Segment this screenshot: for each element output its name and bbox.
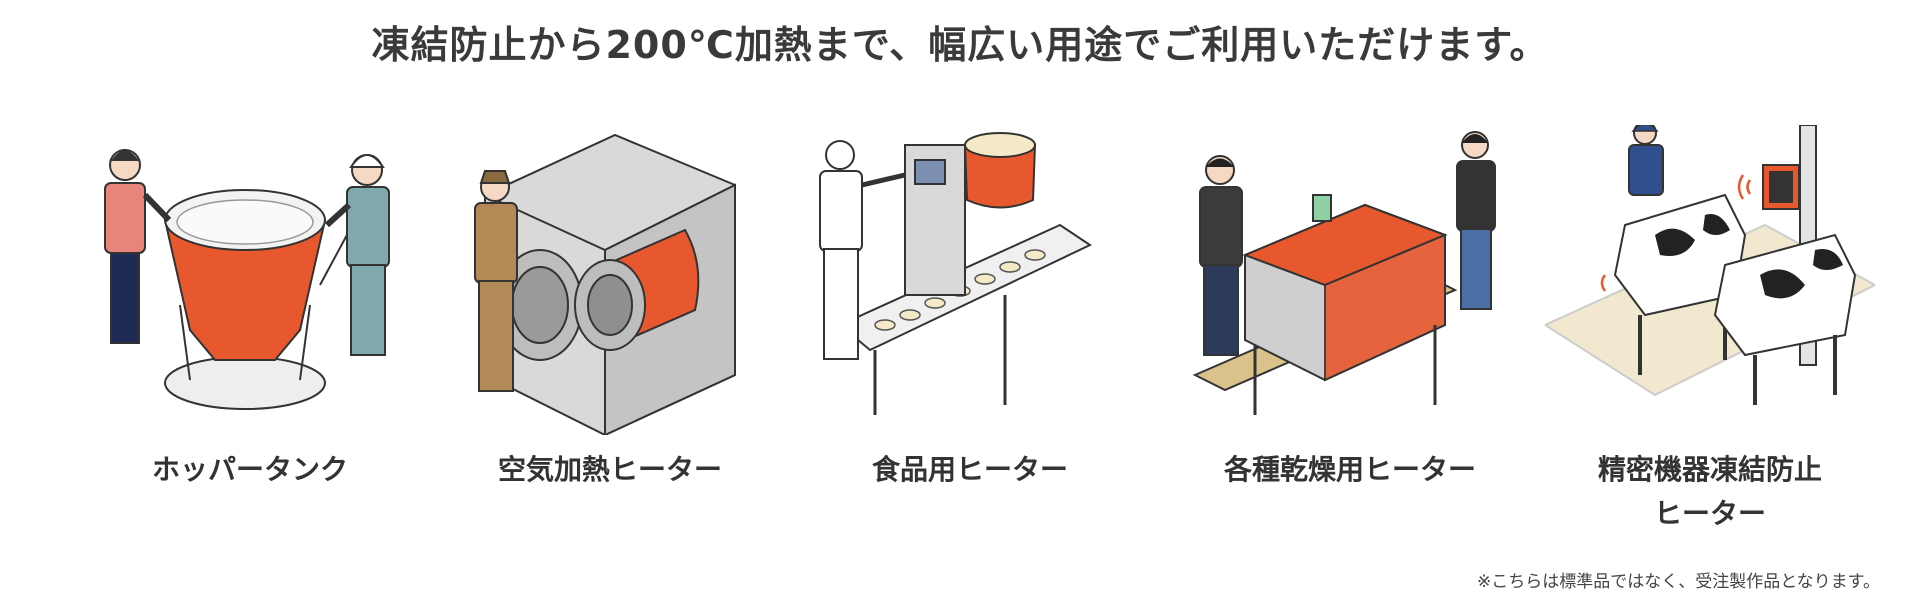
label-line: ヒーター	[1653, 497, 1766, 530]
label-line: 食品用ヒーター	[871, 453, 1068, 486]
label-hopper-tank: ホッパータンク	[85, 448, 415, 492]
label-air-heater: 空気加熱ヒーター	[445, 448, 775, 492]
air-heater-illustration	[474, 133, 736, 435]
hopper-tank-illustration	[104, 149, 390, 410]
food-heater-illustration	[819, 132, 1093, 415]
made-to-order-note: ※こちらは標準品ではなく、受注製作品となります。	[1476, 572, 1880, 592]
label-line: 各種乾燥用ヒーター	[1223, 453, 1476, 486]
card-hopper-tank: ホッパータンク	[85, 125, 415, 545]
label-line: 精密機器凍結防止	[1597, 453, 1822, 486]
label-line: ホッパータンク	[151, 453, 348, 486]
page-headline: 凍結防止から200℃加熱まで、幅広い用途でご利用いただけます。	[371, 23, 1549, 67]
card-freeze-protection-heater: 精密機器凍結防止 ヒーター	[1545, 125, 1875, 545]
card-air-heater: 空気加熱ヒーター	[445, 125, 775, 545]
label-freeze-protection-heater: 精密機器凍結防止 ヒーター	[1545, 448, 1875, 536]
label-food-heater: 食品用ヒーター	[805, 448, 1135, 492]
freeze-protection-illustration	[1545, 125, 1875, 405]
label-line: 空気加熱ヒーター	[497, 453, 722, 486]
drying-heater-illustration	[1192, 131, 1496, 415]
card-food-heater: 食品用ヒーター	[805, 125, 1135, 545]
label-drying-heater: 各種乾燥用ヒーター	[1185, 448, 1515, 492]
application-cards: ホッパータンク 空気加熱ヒーター	[85, 125, 1875, 545]
card-drying-heater: 各種乾燥用ヒーター	[1185, 125, 1515, 545]
